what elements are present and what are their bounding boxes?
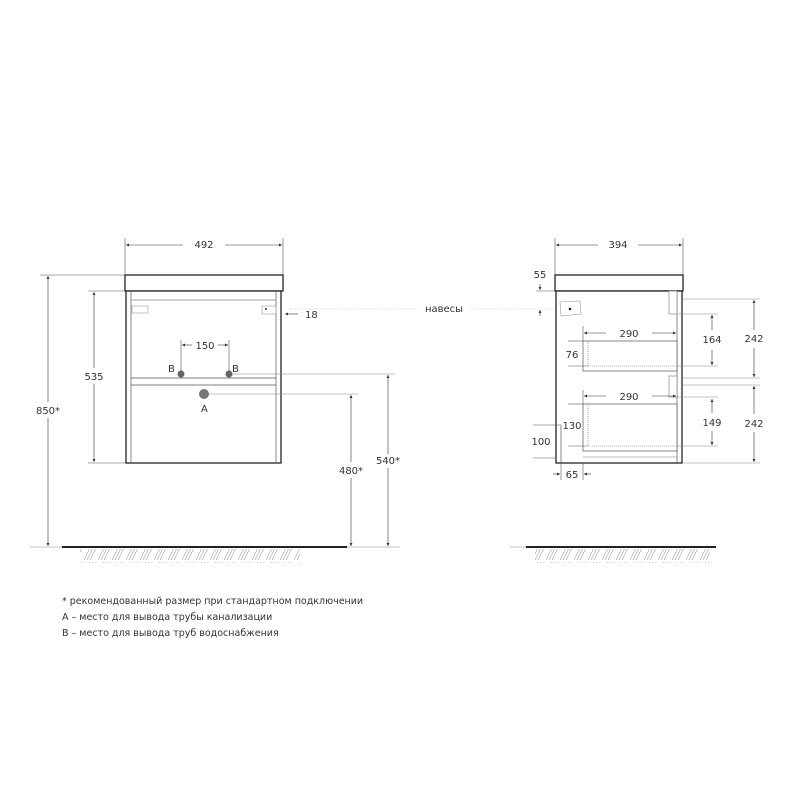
note-point-b: В – место для вывода труб водоснабжения xyxy=(62,628,279,639)
cabinet-body-front xyxy=(125,290,282,464)
drawer-lower-height-label: 130 xyxy=(562,421,581,432)
drawer-lower xyxy=(582,403,678,452)
drawer-upper-inner-label: 164 xyxy=(702,335,721,346)
note-recommended: * рекомендованный размер при стандартном… xyxy=(62,596,364,607)
countertop-front xyxy=(124,274,284,292)
body-height-label: 535 xyxy=(84,372,103,383)
drawer-lower-front-label: 242 xyxy=(744,419,763,430)
hinge-right xyxy=(261,305,277,315)
drain-pipe-point xyxy=(199,389,209,399)
water-height-label: 540* xyxy=(376,456,400,467)
drawer-upper xyxy=(582,340,678,372)
drawer-lower-inner-label: 149 xyxy=(702,418,721,429)
plinth-depth-label: 65 xyxy=(566,470,579,481)
front-view: 492 850* 535 18 150 B B A 480* 540* xyxy=(30,238,400,563)
front-width-label: 492 xyxy=(194,240,213,251)
countertop-side xyxy=(554,274,684,292)
point-b-right-label: B xyxy=(232,364,239,375)
side-view: 394 55 290 76 164 242 290 xyxy=(510,238,764,563)
hinge-label: навесы xyxy=(425,304,463,315)
plinth-height-label: 100 xyxy=(531,437,550,448)
pipe-spacing-label: 150 xyxy=(195,341,214,352)
note-point-a: А – место для вывода трубы канализации xyxy=(62,612,273,623)
drawer-upper-height-label: 76 xyxy=(566,350,579,361)
drawer-upper-depth-label: 290 xyxy=(619,329,638,340)
top-thickness-label: 55 xyxy=(534,270,547,281)
point-b-left-label: B xyxy=(168,364,175,375)
hinge-offset-label: 18 xyxy=(305,310,318,321)
drawer-lower-depth-label: 290 xyxy=(619,392,638,403)
side-depth-label: 394 xyxy=(608,240,627,251)
drain-height-label: 480* xyxy=(339,466,363,477)
point-a-label: A xyxy=(201,404,208,415)
drawer-upper-front-label: 242 xyxy=(744,334,763,345)
hinge-left xyxy=(131,305,149,314)
total-height-label: 850* xyxy=(36,406,60,417)
